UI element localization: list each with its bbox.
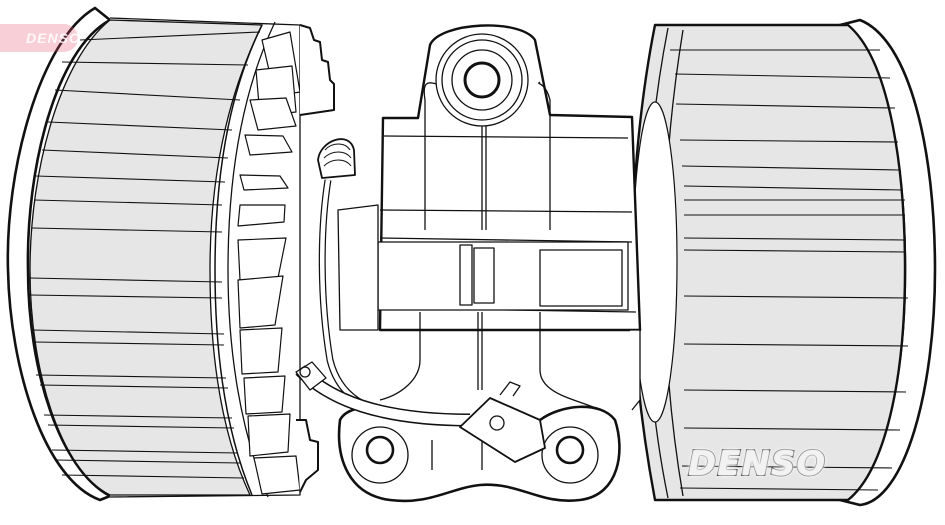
wiring-harness [295, 138, 471, 427]
left-fan-wheel [6, 6, 335, 502]
electrical-connector [459, 381, 546, 463]
watermark-text: DENSO [26, 30, 81, 46]
right-fan-wheel [630, 18, 937, 507]
brand-logo: DENSO [687, 443, 827, 485]
mounting-bracket-top [435, 33, 529, 127]
watermark-banner [0, 24, 78, 52]
